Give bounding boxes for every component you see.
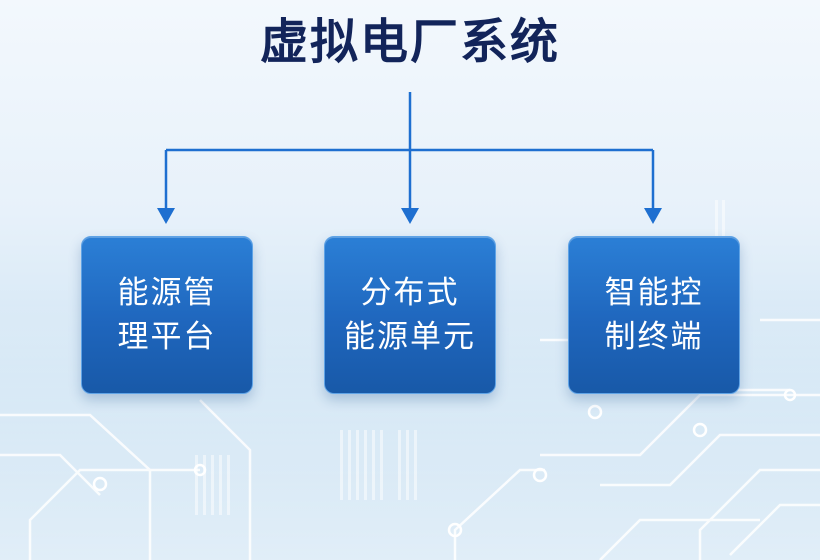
node-label-line: 智能控 bbox=[604, 275, 704, 311]
arrowhead-left bbox=[157, 208, 175, 224]
node-label-line: 分布式 bbox=[360, 275, 460, 311]
node-label-line: 理平台 bbox=[117, 319, 217, 355]
arrowhead-center bbox=[401, 208, 419, 224]
node-label-line: 能源单元 bbox=[344, 319, 476, 355]
node-smart-control-terminal: 智能控 制终端 bbox=[568, 236, 740, 394]
arrowhead-right bbox=[644, 208, 662, 224]
node-energy-management-platform: 能源管 理平台 bbox=[81, 236, 253, 394]
node-label-line: 能源管 bbox=[117, 275, 217, 311]
node-distributed-energy-unit: 分布式 能源单元 bbox=[324, 236, 496, 394]
diagram-title: 虚拟电厂系统 bbox=[259, 14, 560, 70]
node-label-line: 制终端 bbox=[604, 319, 704, 355]
